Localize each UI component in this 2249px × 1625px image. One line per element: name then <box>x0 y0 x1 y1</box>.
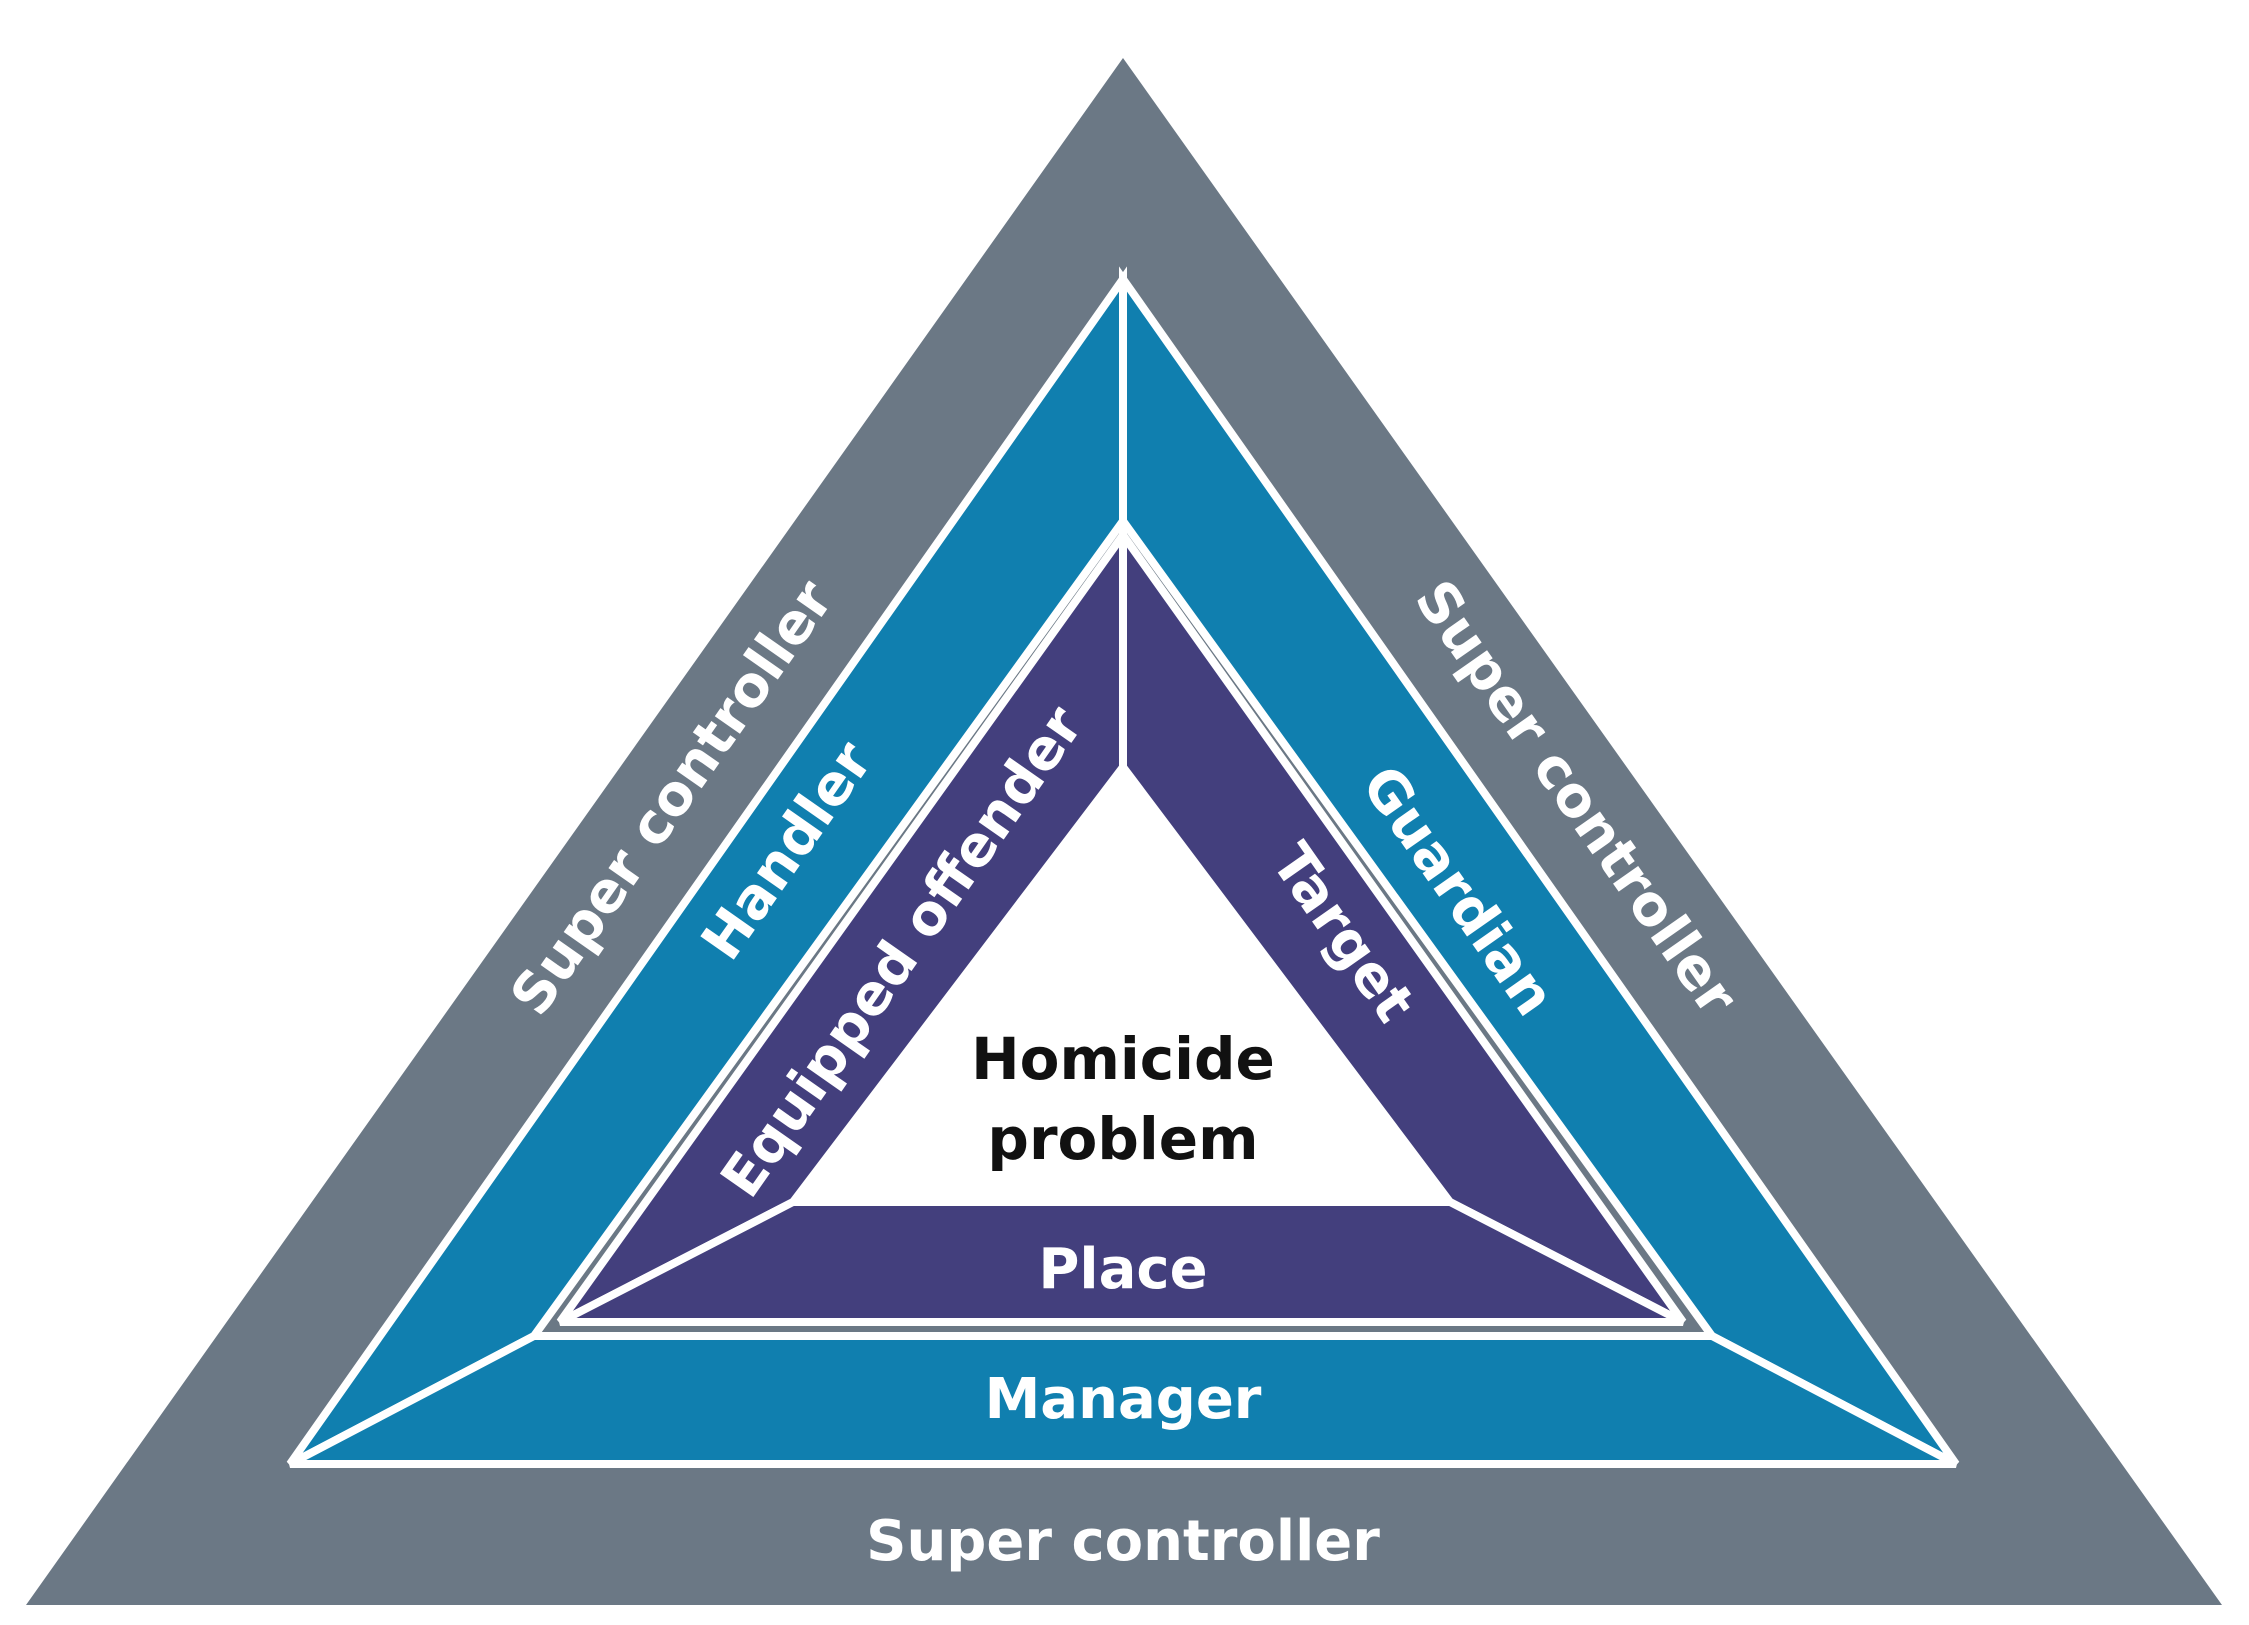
center-label-line1: Homicide <box>971 1025 1275 1093</box>
middle-bottom-label-manager: Manager <box>985 1367 1262 1432</box>
center-triangle-homicide-problem <box>793 767 1450 1202</box>
inner-bottom-label-place: Place <box>1038 1237 1207 1302</box>
outer-bottom-label: Super controller <box>866 1509 1380 1574</box>
middle-bottom-section-manager <box>288 1332 1958 1468</box>
center-label-line2: problem <box>987 1105 1258 1173</box>
middle-layer-controllers <box>286 266 1960 1468</box>
